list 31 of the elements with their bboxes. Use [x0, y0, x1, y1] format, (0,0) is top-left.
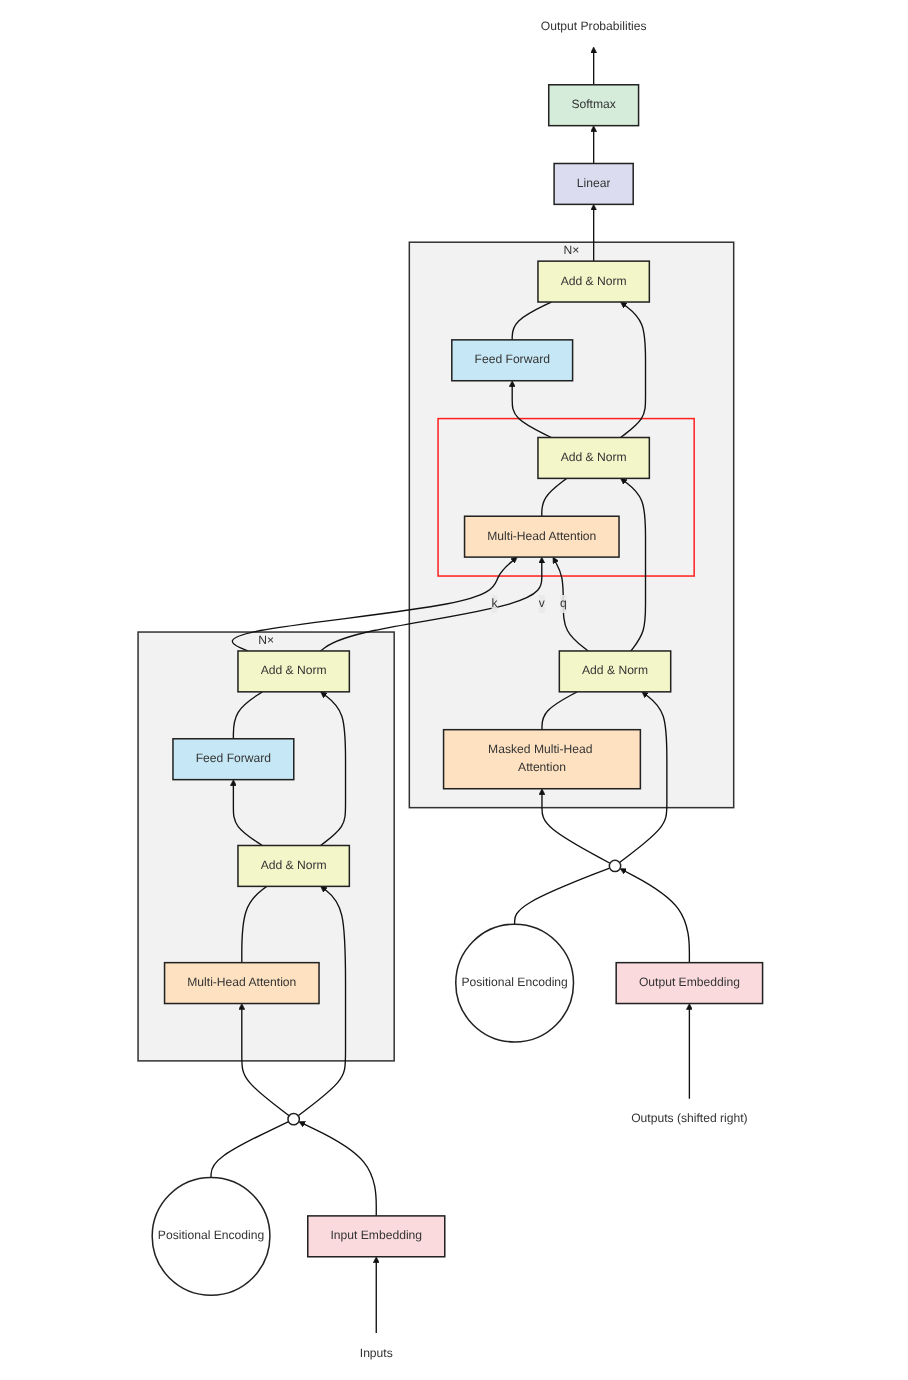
connector [210, 1120, 290, 1179]
cluster [437, 417, 695, 577]
arrow [508, 380, 552, 439]
arrow [297, 886, 346, 1117]
arrow [619, 868, 690, 964]
arrow [620, 478, 646, 652]
arrow [238, 1003, 290, 1117]
connector [541, 691, 578, 731]
arrow [372, 1256, 380, 1334]
connector [240, 885, 268, 964]
connector [511, 301, 552, 341]
arrow [319, 556, 545, 652]
cluster [408, 241, 735, 809]
arrow [590, 125, 597, 165]
arrow [229, 779, 263, 847]
node-circle [608, 859, 622, 873]
arrow [319, 691, 346, 847]
arrow [619, 301, 646, 439]
connector [232, 691, 263, 740]
connector [513, 867, 611, 925]
arrow [685, 1003, 693, 1100]
arrow [590, 46, 597, 86]
arrow [618, 691, 668, 864]
arrow [552, 556, 589, 652]
arrow [231, 556, 518, 652]
arrow [538, 788, 611, 864]
connector [540, 477, 568, 517]
node-circle [287, 1112, 300, 1126]
cluster [137, 631, 395, 1062]
arrow [590, 204, 597, 262]
arrow [298, 1121, 377, 1217]
